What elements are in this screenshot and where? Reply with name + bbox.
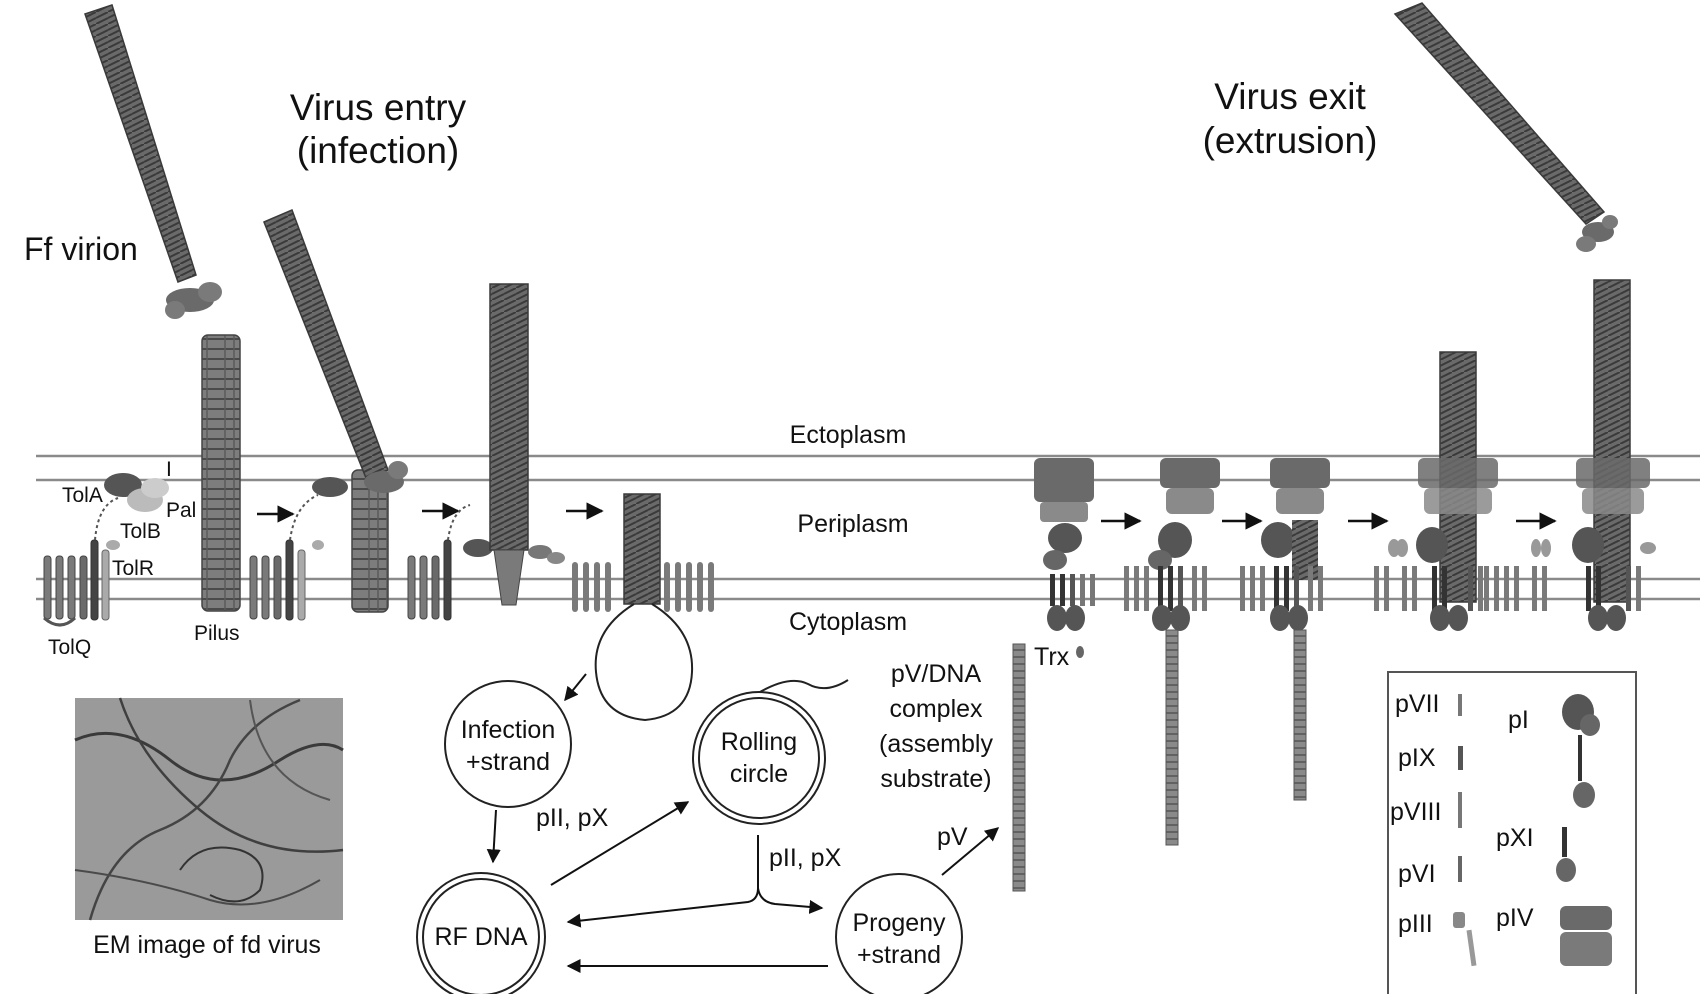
rolling-label-2: circle (730, 760, 788, 788)
pv-dna-label-1: pV/DNA (891, 660, 982, 688)
rf-dna-circle-inner (422, 878, 540, 994)
rf-dna-circle-outer (416, 872, 546, 994)
legend-pxi: pXI (1496, 824, 1534, 852)
assembly-site-stage-c (1240, 458, 1330, 801)
arrow-infection-to-rf (486, 809, 501, 864)
trx-label: Trx (1034, 643, 1070, 671)
pii-px-label-1: pII, pX (536, 804, 609, 832)
ff-virion-binding (263, 208, 408, 493)
tol-complex-stage3 (407, 504, 493, 621)
rolling-circle-inner (698, 697, 820, 819)
i-label: I (166, 458, 172, 481)
pilus-label: Pilus (194, 622, 240, 645)
infection-strand-circle (444, 680, 572, 808)
tolq-label: TolQ (48, 636, 91, 659)
ff-virion-free (84, 4, 222, 319)
rf-dna-label: RF DNA (434, 923, 527, 951)
pv-dna-label-2: complex (889, 695, 983, 723)
legend-pix: pIX (1398, 744, 1436, 772)
tolb-label: TolB (120, 520, 161, 543)
replication-cycle: Infection +strand RF DNA pII, pX Rolling… (416, 673, 1000, 994)
ff-virion-penetrating (489, 283, 565, 606)
rolling-label-1: Rolling (721, 728, 797, 756)
tolr-label: TolR (112, 557, 154, 580)
ff-virion-released (1393, 2, 1618, 252)
inner-membrane-proteins-stage4 (572, 562, 714, 612)
ectoplasm-label: Ectoplasm (790, 421, 907, 449)
pv-dna-label-4: substrate) (880, 765, 991, 793)
tola-label: TolA (62, 484, 103, 507)
assembly-site-stage-a (1034, 458, 1095, 658)
pv-label: pV (937, 823, 968, 851)
branch-stem (566, 835, 759, 928)
tol-complex-stage2 (249, 477, 348, 621)
assembly-site-stage-e (1484, 279, 1656, 631)
arrow-rf-to-rolling (550, 801, 690, 886)
periplasm-label: Periplasm (797, 510, 908, 538)
em-image (74, 697, 344, 921)
pal-label: Pal (166, 499, 196, 522)
protein-legend (1387, 671, 1637, 994)
exit-title-line2: (extrusion) (1203, 120, 1378, 161)
infection-label-2: +strand (466, 748, 550, 776)
inner-membrane (36, 577, 1700, 601)
assembly-site-stage-d (1374, 351, 1498, 631)
progeny-strand-circle (835, 873, 963, 994)
entry-title-line1: Virus entry (290, 87, 467, 128)
entry-title-line2: (infection) (297, 130, 459, 171)
cytoplasm-label: Cytoplasm (789, 608, 907, 636)
arrow-to-infection (564, 673, 587, 702)
legend-pviii: pVIII (1390, 798, 1441, 826)
exit-title-line1: Virus exit (1214, 76, 1366, 117)
legend-piv: pIV (1496, 904, 1534, 932)
assembly-site-stage-b (1124, 458, 1220, 846)
arrow-progeny-to-pv (941, 827, 1000, 876)
rolling-strand-tail (759, 679, 849, 693)
em-caption: EM image of fd virus (93, 931, 321, 959)
legend-pvii: pVII (1395, 690, 1439, 718)
tol-complex-stage1 (43, 473, 169, 627)
legend-pvi: pVI (1398, 860, 1436, 888)
ff-virion-label: Ff virion (24, 231, 138, 267)
pv-dna-complex (1012, 643, 1026, 892)
infection-label-1: Infection (461, 716, 556, 744)
progeny-label-2: +strand (857, 941, 941, 969)
pii-px-label-2: pII, pX (769, 844, 842, 872)
pilus (201, 334, 241, 612)
rolling-circle-outer (692, 691, 826, 825)
branch-to-progeny (757, 887, 824, 914)
legend-pi: pI (1508, 706, 1529, 734)
virion-uncoating (594, 493, 694, 722)
progeny-label-1: Progeny (852, 909, 946, 937)
legend-piii: pIII (1398, 910, 1433, 938)
pv-dna-label-3: (assembly (879, 730, 993, 758)
